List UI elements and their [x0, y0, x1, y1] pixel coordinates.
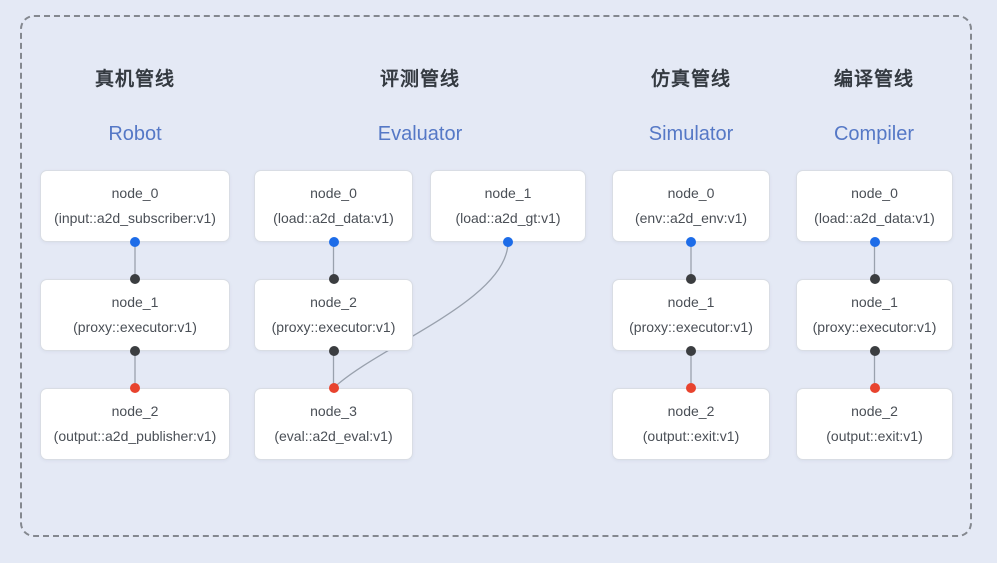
- dark-port-dot: [686, 346, 696, 356]
- dark-port-dot: [869, 346, 880, 356]
- node-detail: (proxy::executor:v1): [73, 319, 197, 335]
- red-port-dot: [328, 383, 339, 393]
- node-evaluator-0: node_0 (load::a2d_data:v1): [254, 170, 413, 242]
- node-robot-0: node_0 (input::a2d_subscriber:v1): [40, 170, 230, 242]
- node-evaluator-1: node_1 (load::a2d_gt:v1): [430, 170, 586, 242]
- node-detail: (load::a2d_data:v1): [273, 210, 394, 226]
- node-id: node_0: [111, 185, 159, 201]
- node-detail: (load::a2d_data:v1): [814, 210, 935, 226]
- pipeline-title-zh-simulator: 仿真管线: [650, 69, 731, 90]
- node-robot-2: node_2 (output::a2d_publisher:v1): [40, 388, 230, 460]
- node-id: node_1: [111, 294, 159, 310]
- node-id: node_0: [851, 185, 898, 201]
- node-detail: (env::a2d_env:v1): [634, 210, 748, 226]
- pipeline-subtitle-en-evaluator: Evaluator: [377, 123, 463, 145]
- pipeline-title-zh-evaluator: 评测管线: [379, 69, 460, 90]
- node-id: node_2: [851, 403, 898, 419]
- node-simulator-1: node_1 (proxy::executor:v1): [612, 279, 770, 351]
- node-detail: (proxy::executor:v1): [629, 319, 753, 335]
- node-id: node_0: [667, 185, 715, 201]
- node-detail: (proxy::executor:v1): [271, 319, 396, 335]
- node-compiler-1: node_1 (proxy::executor:v1): [796, 279, 953, 351]
- dashed-frame: [20, 15, 972, 537]
- node-robot-1: node_1 (proxy::executor:v1): [40, 279, 230, 351]
- blue-port-dot: [130, 237, 140, 247]
- node-id: node_1: [851, 294, 898, 310]
- red-port-dot: [869, 383, 880, 393]
- pipeline-title-zh-compiler: 编译管线: [833, 69, 914, 90]
- node-id: node_2: [310, 294, 357, 310]
- node-id: node_1: [484, 185, 532, 201]
- dark-port-dot: [130, 274, 140, 284]
- node-id: node_2: [111, 403, 159, 419]
- node-detail: (output::a2d_publisher:v1): [53, 428, 217, 444]
- pipeline-title-zh-robot: 真机管线: [94, 69, 175, 90]
- node-detail: (load::a2d_gt:v1): [455, 210, 561, 226]
- node-simulator-0: node_0 (env::a2d_env:v1): [612, 170, 770, 242]
- node-id: node_3: [310, 403, 357, 419]
- blue-port-dot: [503, 237, 513, 247]
- node-simulator-2: node_2 (output::exit:v1): [612, 388, 770, 460]
- node-evaluator-2: node_2 (proxy::executor:v1): [254, 279, 413, 351]
- red-port-dot: [686, 383, 696, 393]
- node-compiler-2: node_2 (output::exit:v1): [796, 388, 953, 460]
- node-id: node_0: [310, 185, 357, 201]
- dark-port-dot: [328, 346, 339, 356]
- node-id: node_2: [667, 403, 715, 419]
- blue-port-dot: [328, 237, 339, 247]
- node-id: node_1: [667, 294, 715, 310]
- node-compiler-0: node_0 (load::a2d_data:v1): [796, 170, 953, 242]
- node-detail: (output::exit:v1): [826, 428, 923, 444]
- pipeline-subtitle-en-robot: Robot: [108, 123, 162, 145]
- node-detail: (input::a2d_subscriber:v1): [54, 210, 216, 226]
- dark-port-dot: [130, 346, 140, 356]
- red-port-dot: [130, 383, 140, 393]
- edge-evaluator-n1-n3-curve: [333, 241, 509, 389]
- node-detail: (output::exit:v1): [642, 428, 740, 444]
- node-detail: (eval::a2d_eval:v1): [274, 428, 393, 444]
- node-evaluator-3: node_3 (eval::a2d_eval:v1): [254, 388, 413, 460]
- blue-port-dot: [869, 237, 880, 247]
- pipeline-subtitle-en-simulator: Simulator: [648, 123, 734, 145]
- pipeline-subtitle-en-compiler: Compiler: [833, 123, 915, 145]
- blue-port-dot: [686, 237, 696, 247]
- dark-port-dot: [328, 274, 339, 284]
- dark-port-dot: [686, 274, 696, 284]
- dark-port-dot: [869, 274, 880, 284]
- node-detail: (proxy::executor:v1): [812, 319, 937, 335]
